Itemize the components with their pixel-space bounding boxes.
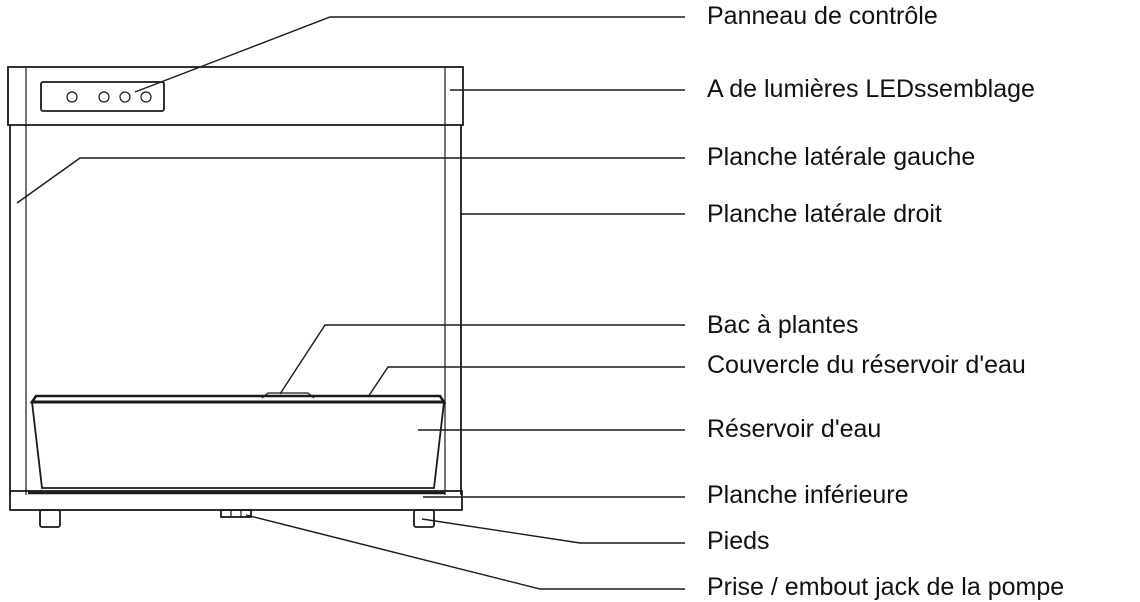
control-button-3 — [119, 91, 131, 103]
leader-plant-tray — [279, 324, 685, 395]
control-panel — [40, 81, 165, 112]
foot-right — [413, 509, 435, 528]
label-bottom-board: Planche inférieure — [707, 481, 909, 509]
leader-left-side-board — [16, 157, 685, 204]
feet — [39, 509, 435, 528]
control-button-1 — [66, 91, 78, 103]
label-control-panel: Panneau de contrôle — [707, 2, 938, 30]
water-tank — [31, 401, 445, 489]
leader-feet — [421, 518, 685, 544]
foot-left — [39, 509, 61, 528]
label-pump-jack: Prise / embout jack de la pompe — [707, 573, 1065, 601]
control-button-4 — [140, 91, 152, 103]
led-light-assembly — [7, 66, 464, 126]
label-left-side-board: Planche latérale gauche — [707, 143, 976, 171]
leader-tank-lid — [367, 366, 685, 398]
leader-lines — [16, 16, 685, 590]
label-water-tank: Réservoir d'eau — [707, 415, 882, 443]
label-tank-lid: Couvercle du réservoir d'eau — [707, 351, 1026, 379]
leader-pump-jack — [245, 514, 685, 590]
control-button-2 — [98, 91, 110, 103]
right-side-board — [444, 125, 462, 495]
leader-control-panel — [134, 16, 685, 93]
label-right-side-board: Planche latérale droit — [707, 200, 942, 228]
label-feet: Pieds — [707, 527, 770, 555]
water-tank-lid — [29, 394, 447, 404]
pump-jack — [220, 509, 252, 518]
label-led-assembly: A de lumières LEDssemblage — [707, 75, 1035, 103]
label-plant-tray: Bac à plantes — [707, 311, 859, 339]
left-side-board — [9, 125, 27, 495]
bottom-board — [9, 490, 463, 511]
